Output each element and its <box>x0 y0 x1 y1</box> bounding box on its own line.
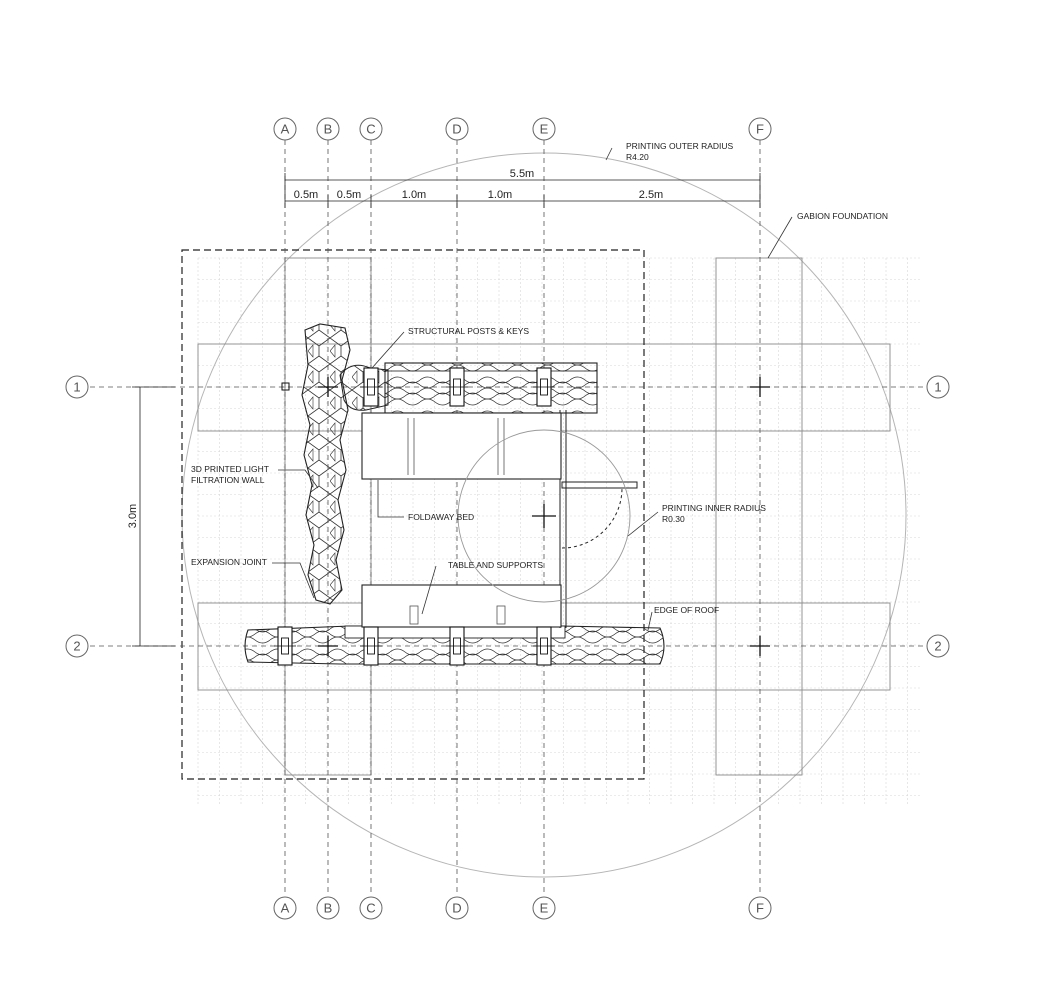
grid-bubble-top-E: E <box>532 117 556 141</box>
svg-text:F: F <box>756 901 764 916</box>
centre-cross <box>532 504 556 528</box>
grid-bubble-top-F: F <box>748 117 772 141</box>
grid-marker <box>281 382 290 391</box>
dimension-labels: 5.5m 0.5m 0.5m 1.0m 1.0m 2.5m 3.0m <box>127 168 663 528</box>
edge-of-roof <box>181 249 645 780</box>
centre-cross <box>750 636 770 656</box>
structural-post <box>533 367 555 407</box>
label-structural-posts: STRUCTURAL POSTS & KEYS <box>408 326 529 336</box>
grid-bubble-bottom-C: C <box>359 896 383 920</box>
foldaway-bed <box>361 412 562 480</box>
table-supports <box>409 605 506 625</box>
dim-overall: 5.5m <box>510 168 534 180</box>
structural-posts <box>274 367 555 666</box>
dim-span-de: 1.0m <box>488 189 512 201</box>
label-foldaway-bed: FOLDAWAY BED <box>408 512 474 522</box>
grid-bubble-left-2: 2 <box>65 634 89 658</box>
grid-bubble-top-A: A <box>273 117 297 141</box>
svg-text:1: 1 <box>73 380 80 395</box>
structural-post <box>360 367 382 407</box>
svg-text:D: D <box>452 901 461 916</box>
dim-span-ef: 2.5m <box>639 189 663 201</box>
svg-text:B: B <box>324 901 333 916</box>
grid-bubble-top-C: C <box>359 117 383 141</box>
leader-lines <box>272 147 793 631</box>
grid-axis-lines <box>90 140 926 896</box>
label-edge-of-roof: EDGE OF ROOF <box>654 605 719 615</box>
svg-text:1: 1 <box>934 380 941 395</box>
structural-post <box>360 626 382 666</box>
centre-crosses <box>281 377 770 656</box>
bed-supports <box>407 418 505 475</box>
label-inner-radius-value: R0.30 <box>662 514 685 524</box>
structural-post <box>446 367 468 407</box>
label-expansion-joint: EXPANSION JOINT <box>191 557 267 567</box>
svg-text:2: 2 <box>73 639 80 654</box>
printing-inner-radius-circle <box>457 429 631 603</box>
grid-bubble-bottom-E: E <box>532 896 556 920</box>
centre-cross <box>750 377 770 397</box>
label-filtration-wall: 3D PRINTED LIGHT <box>191 464 269 474</box>
svg-text:B: B <box>324 122 333 137</box>
centre-cross <box>318 636 338 656</box>
table <box>361 584 562 628</box>
light-filtration-wall <box>301 323 351 605</box>
svg-text:C: C <box>366 901 375 916</box>
label-gabion-foundation: GABION FOUNDATION <box>797 211 888 221</box>
centre-cross <box>318 377 338 397</box>
svg-text:A: A <box>281 901 290 916</box>
svg-text:A: A <box>281 122 290 137</box>
dim-span-ab: 0.5m <box>294 189 318 201</box>
svg-text:C: C <box>366 122 375 137</box>
label-inner-radius: PRINTING INNER RADIUS <box>662 503 766 513</box>
grid-bubble-top-B: B <box>316 117 340 141</box>
svg-text:D: D <box>452 122 461 137</box>
grid-bubble-bottom-B: B <box>316 896 340 920</box>
grid-bubbles: A A B B C C D D E E F F 1 1 2 2 <box>65 117 950 920</box>
grid-bubble-right-1: 1 <box>926 375 950 399</box>
dim-span-bc: 0.5m <box>337 189 361 201</box>
dim-vertical: 3.0m <box>127 504 139 528</box>
structural-post <box>274 626 296 666</box>
svg-text:F: F <box>756 122 764 137</box>
grid-bubble-bottom-D: D <box>445 896 469 920</box>
grid-bubble-bottom-A: A <box>273 896 297 920</box>
dim-span-cd: 1.0m <box>402 189 426 201</box>
svg-text:2: 2 <box>934 639 941 654</box>
label-filtration-wall-2: FILTRATION WALL <box>191 475 265 485</box>
label-outer-radius: PRINTING OUTER RADIUS <box>626 141 734 151</box>
label-outer-radius-value: R4.20 <box>626 152 649 162</box>
grid-bubble-right-2: 2 <box>926 634 950 658</box>
structural-post <box>446 626 468 666</box>
svg-text:E: E <box>540 901 549 916</box>
right-glazing <box>559 410 638 628</box>
structural-post <box>533 626 555 666</box>
grid-bubble-top-D: D <box>445 117 469 141</box>
label-table-supports: TABLE AND SUPPORTS <box>448 560 543 570</box>
grid-bubble-bottom-F: F <box>748 896 772 920</box>
grid-bubble-left-1: 1 <box>65 375 89 399</box>
annotation-labels: PRINTING OUTER RADIUS R4.20 GABION FOUND… <box>191 141 888 615</box>
dimension-lines <box>132 173 761 647</box>
svg-text:E: E <box>540 122 549 137</box>
